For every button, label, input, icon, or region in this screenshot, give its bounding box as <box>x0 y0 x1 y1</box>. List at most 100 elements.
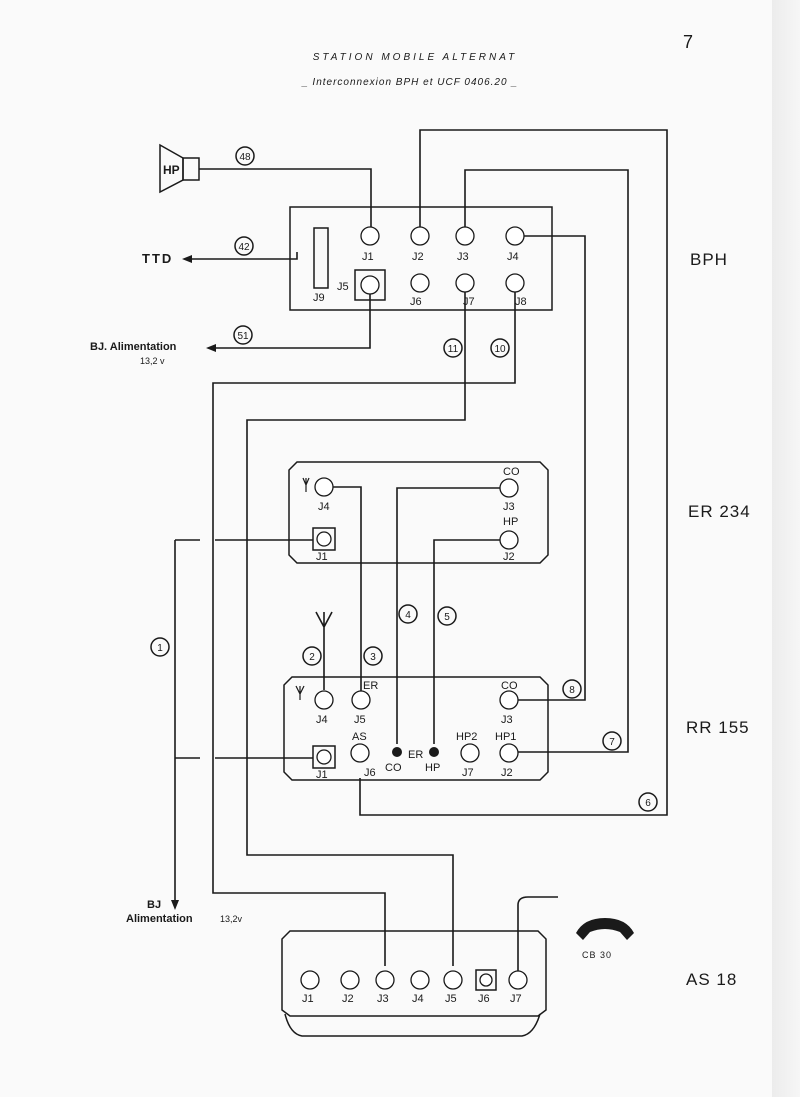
as18-unit-label: AS 18 <box>686 970 737 989</box>
svg-text:4: 4 <box>405 610 411 621</box>
rr155-hp-label: HP <box>425 762 440 774</box>
svg-text:8: 8 <box>569 685 575 696</box>
svg-text:1: 1 <box>157 643 163 654</box>
rr155-j7-label: J7 <box>462 767 474 779</box>
rr155-j1-socket <box>312 745 336 769</box>
external-antenna-icon <box>315 611 333 690</box>
alim-bottom-voltage: 13,2v <box>220 914 243 924</box>
as18-box <box>281 930 547 1017</box>
ttd-label: TTD <box>142 251 173 266</box>
wire-number-2: 2 <box>302 646 322 666</box>
bph-j5-jack <box>360 275 380 295</box>
rr155-j2-label: J2 <box>501 767 513 779</box>
bph-j4-label: J4 <box>507 251 519 263</box>
rr155-j6-label: J6 <box>364 767 376 779</box>
ttd-arrow-icon <box>182 255 192 263</box>
as18-j4-label: J4 <box>412 993 424 1005</box>
as18-j5-jack <box>443 970 463 990</box>
as18-j3-jack <box>375 970 395 990</box>
er234-j1-label: J1 <box>316 551 328 563</box>
as18-j3-label: J3 <box>377 993 389 1005</box>
er234-hp-label: HP <box>503 516 518 528</box>
bj-alim-top-voltage: 13,2 v <box>140 356 165 366</box>
as18-j7-label: J7 <box>510 993 522 1005</box>
er234-j1-socket <box>312 527 336 551</box>
er234-j4-jack <box>314 477 334 497</box>
handset-label: CB 30 <box>582 950 612 960</box>
rr155-er-label: ER <box>363 680 378 692</box>
rr155-j5-label: J5 <box>354 714 366 726</box>
bph-j1-jack <box>360 226 380 246</box>
wire-number-6: 6 <box>638 792 658 812</box>
speaker-icon: HP <box>159 143 200 194</box>
rr155-er-mid-label: ER <box>408 749 423 761</box>
rr155-j1-label: J1 <box>316 769 328 781</box>
svg-text:51: 51 <box>237 331 249 342</box>
rr155-hp-jack <box>429 747 439 757</box>
rr155-j4-label: J4 <box>316 714 328 726</box>
rr155-j3-label: J3 <box>501 714 513 726</box>
wire-number-51: 51 <box>233 325 253 345</box>
rr155-as-label: AS <box>352 731 367 743</box>
bph-j7-label: J7 <box>463 296 475 308</box>
bph-j8-jack <box>505 273 525 293</box>
bph-j9-label: J9 <box>313 292 325 304</box>
bph-j6-jack <box>410 273 430 293</box>
rr155-co-jack <box>392 747 402 757</box>
er234-j4-label: J4 <box>318 501 330 513</box>
as18-j2-label: J2 <box>342 993 354 1005</box>
rr155-j2-jack <box>499 743 519 763</box>
wire-number-4: 4 <box>398 604 418 624</box>
bph-j3-jack <box>455 226 475 246</box>
er234-j3-jack <box>499 478 519 498</box>
alim-bottom-label: Alimentation <box>126 913 193 925</box>
er234-j3-label: J3 <box>503 501 515 513</box>
bph-j8-label: J8 <box>515 296 527 308</box>
svg-text:42: 42 <box>238 242 250 253</box>
bph-j7-jack <box>455 273 475 293</box>
rr155-j5-jack <box>351 690 371 710</box>
bph-j4-jack <box>505 226 525 246</box>
bph-j9-connector <box>313 227 329 289</box>
as18-j6-socket <box>475 969 497 991</box>
wire-number-48: 48 <box>235 146 255 166</box>
svg-text:48: 48 <box>239 152 251 163</box>
bph-j2-jack <box>410 226 430 246</box>
bj-alim-top-arrow-icon <box>206 344 216 352</box>
bj-bottom-label: BJ <box>147 899 161 911</box>
svg-text:7: 7 <box>609 737 615 748</box>
er234-unit-label: ER 234 <box>688 502 751 521</box>
er234-box <box>288 461 549 564</box>
er234-antenna-icon <box>302 477 310 492</box>
as18-j1-jack <box>300 970 320 990</box>
er234-co-label: CO <box>503 466 520 478</box>
rr155-j7-jack <box>460 743 480 763</box>
as18-j6-jack <box>479 973 493 987</box>
as18-j4-jack <box>410 970 430 990</box>
rr155-hp2-label: HP2 <box>456 731 477 743</box>
rr155-antenna-icon <box>295 685 305 700</box>
er234-j1-jack <box>316 531 332 547</box>
rr155-j6-jack <box>350 743 370 763</box>
svg-text:3: 3 <box>370 652 376 663</box>
bph-j5-label: J5 <box>337 281 349 293</box>
wire-number-5: 5 <box>437 606 457 626</box>
svg-text:2: 2 <box>309 652 315 663</box>
bph-unit-label: BPH <box>690 250 728 269</box>
wire-number-10: 10 <box>490 338 510 358</box>
rr155-j3-jack <box>499 690 519 710</box>
wire-number-7: 7 <box>602 731 622 751</box>
wire-number-11: 11 <box>443 338 463 358</box>
bph-j3-label: J3 <box>457 251 469 263</box>
svg-text:6: 6 <box>645 798 651 809</box>
bj-alim-bottom-arrow-icon <box>171 900 179 910</box>
bj-alim-top-label: BJ. Alimentation <box>90 341 177 353</box>
wire-number-42: 42 <box>234 236 254 256</box>
page-subtitle: _ Interconnexion BPH et UCF 0406.20 _ <box>301 77 518 88</box>
rr155-j1-jack <box>316 749 332 765</box>
wire-number-1: 1 <box>150 637 170 657</box>
wire-number-8: 8 <box>562 679 582 699</box>
as18-j7-jack <box>508 970 528 990</box>
